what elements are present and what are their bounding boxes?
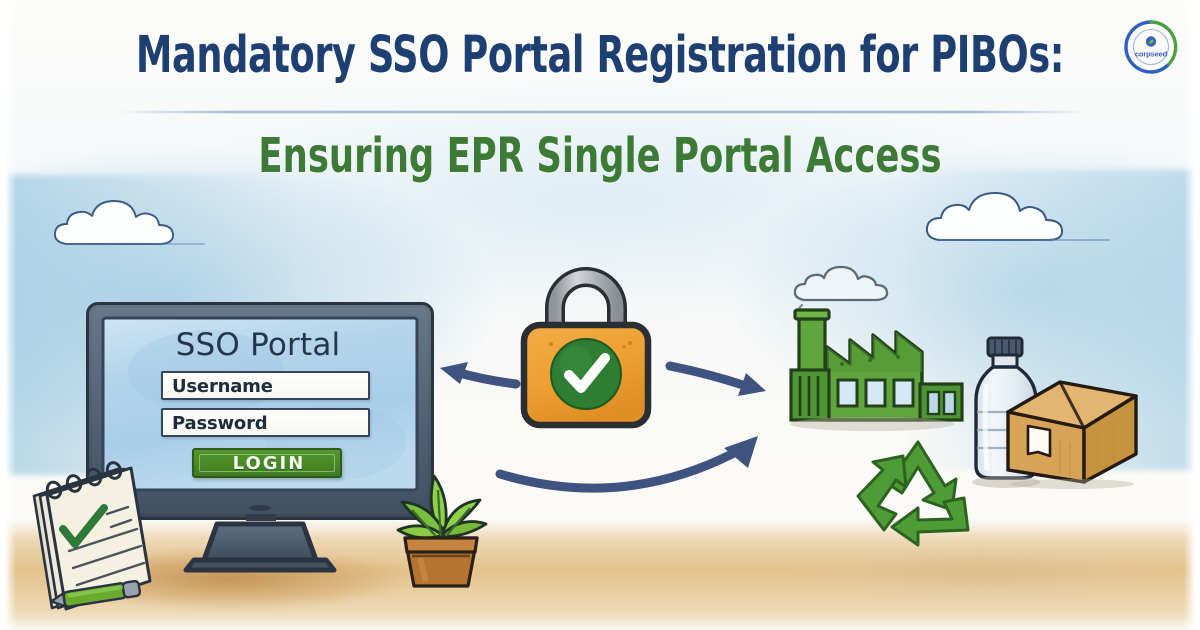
password-input[interactable]: Password bbox=[161, 408, 370, 437]
login-button-label: LOGIN bbox=[232, 453, 306, 474]
bottle-cap bbox=[986, 336, 1024, 358]
logo-wordmark: corpseed bbox=[1135, 50, 1168, 59]
page-title: Mandatory SSO Portal Registration for PI… bbox=[135, 26, 1065, 85]
cloud-left-icon bbox=[50, 196, 222, 254]
green-pen bbox=[38, 576, 158, 616]
title-divider bbox=[118, 111, 1086, 113]
factory-smokestack bbox=[797, 312, 827, 378]
username-input-label: Username bbox=[172, 376, 273, 397]
recycling-symbol-icon bbox=[848, 434, 988, 564]
notepad-spiral-icon bbox=[45, 461, 123, 500]
sso-login-form: SSO Portal Username Password LOGIN bbox=[104, 322, 412, 502]
login-form-heading: SSO Portal bbox=[175, 327, 341, 363]
background-ground-right bbox=[760, 540, 1200, 610]
notepad-with-checkmark bbox=[18, 452, 168, 624]
monitor-power-led bbox=[249, 505, 271, 511]
pen-tip bbox=[50, 592, 67, 608]
box-seam bbox=[1058, 381, 1086, 429]
password-input-label: Password bbox=[172, 413, 268, 434]
cloud-right-icon bbox=[925, 188, 1130, 250]
bottle-neck bbox=[991, 353, 1019, 369]
logo-leaf-icon bbox=[1145, 36, 1157, 47]
arrow-right-icon bbox=[665, 358, 768, 400]
corpseed-logo[interactable]: corpseed bbox=[1122, 18, 1180, 76]
logo-inner-circle-icon bbox=[1132, 28, 1170, 66]
plant-pot-rim bbox=[403, 536, 479, 554]
padlock-check-icon bbox=[564, 353, 610, 393]
notepad-page bbox=[45, 466, 152, 611]
cardboard-box bbox=[1002, 378, 1142, 489]
potted-plant bbox=[382, 450, 500, 590]
username-input[interactable]: Username bbox=[161, 371, 370, 400]
login-button-inner-border bbox=[199, 454, 335, 472]
arrow-arc-icon bbox=[495, 432, 784, 500]
padlock-shackle bbox=[548, 270, 624, 330]
factory-windows bbox=[836, 378, 915, 408]
logo-ring-icon bbox=[1124, 20, 1178, 74]
monitor-screen bbox=[101, 316, 419, 492]
box-side-face bbox=[1082, 394, 1138, 484]
green-factory bbox=[772, 265, 976, 450]
notepad-lines bbox=[67, 505, 146, 587]
pen-cap bbox=[121, 579, 142, 599]
monitor-base bbox=[183, 557, 337, 573]
arrow-left-icon bbox=[438, 358, 521, 400]
box-shipping-label bbox=[1026, 424, 1052, 458]
notepad-check-icon bbox=[59, 504, 108, 548]
security-padlock-icon bbox=[506, 267, 666, 440]
factory-smokestack-cap bbox=[793, 308, 831, 321]
page-subtitle: Ensuring EPR Single Portal Access bbox=[258, 128, 942, 184]
paper-edge-left bbox=[0, 0, 16, 630]
paper-edge-right bbox=[1184, 0, 1200, 630]
monitor-stand bbox=[201, 521, 319, 563]
plant-leaves-icon bbox=[396, 474, 488, 540]
login-button[interactable]: LOGIN bbox=[192, 448, 342, 478]
